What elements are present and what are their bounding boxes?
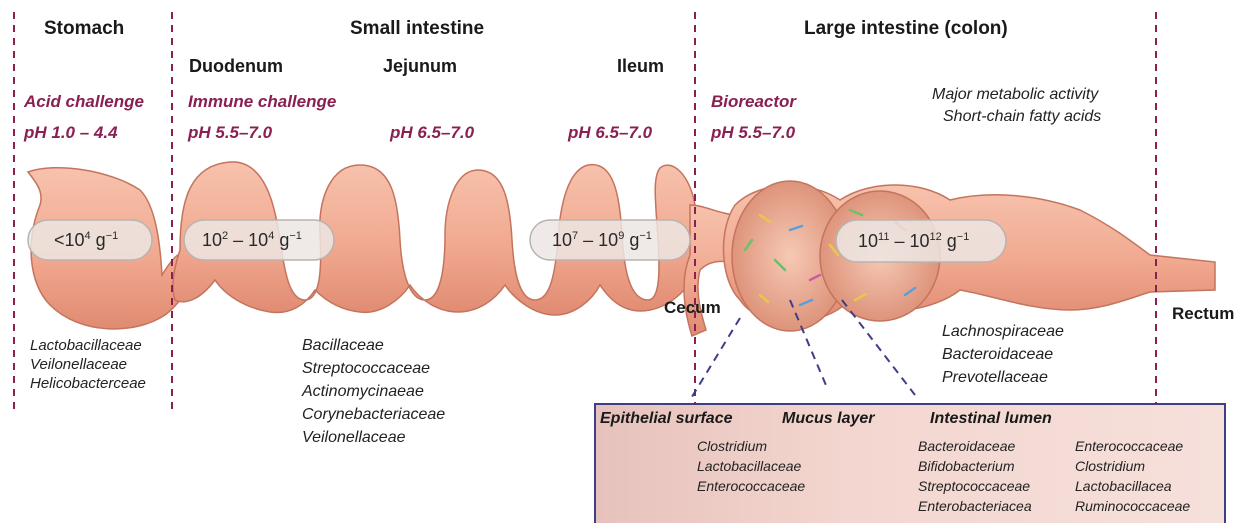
ph-duodenum: pH 5.5–7.0 [188, 123, 272, 143]
list-item: Enterococcaceae [697, 476, 805, 496]
segment-duodenum: Duodenum [189, 56, 283, 77]
list-item: Veilonellaceae [30, 355, 146, 374]
inset-lumen-list-1: Bacteroidaceae Bifidobacterium Streptoco… [918, 436, 1032, 516]
small-intestine-families: Bacillaceae Streptococcaceae Actinomycin… [302, 334, 445, 449]
list-item: Clostridium [1075, 456, 1190, 476]
stomach-families: Lactobacillaceae Veilonellaceae Helicoba… [30, 336, 146, 393]
list-item: Lactobacillaceae [30, 336, 146, 355]
list-item: Bacteroidaceae [942, 343, 1064, 366]
ph-stomach: pH 1.0 – 4.4 [24, 123, 118, 143]
challenge-acid: Acid challenge [24, 92, 144, 112]
density-stomach: <104 g−1 [54, 230, 118, 251]
inset-lumen-list-2: Enterococcaceae Clostridium Lactobacilla… [1075, 436, 1190, 516]
list-item: Enterococcaceae [1075, 436, 1190, 456]
ph-ileum: pH 6.5–7.0 [568, 123, 652, 143]
inset-mucus-heading: Mucus layer [782, 410, 874, 428]
list-item: Actinomycinaeae [302, 380, 445, 403]
list-item: Ruminococcaceae [1075, 496, 1190, 516]
list-item: Bifidobacterium [918, 456, 1032, 476]
region-stomach: Stomach [44, 18, 124, 40]
inset-mucosal-list: Clostridium Lactobacillaceae Enterococca… [697, 436, 805, 496]
list-item: Helicobacterceae [30, 374, 146, 393]
list-item: Bacteroidaceae [918, 436, 1032, 456]
density-duodenum: 102 – 104 g−1 [202, 230, 302, 251]
region-large-intestine: Large intestine (colon) [804, 18, 1008, 40]
segment-jejunum: Jejunum [383, 56, 457, 77]
region-small-intestine: Small intestine [350, 18, 484, 40]
list-item: Lactobacillaceae [697, 456, 805, 476]
segment-cecum: Cecum [664, 298, 721, 318]
segment-rectum: Rectum [1172, 304, 1234, 324]
challenge-bioreactor: Bioreactor [711, 92, 796, 112]
density-colon: 1011 – 1012 g−1 [858, 231, 969, 252]
ph-jejunum: pH 6.5–7.0 [390, 123, 474, 143]
list-item: Bacillaceae [302, 334, 445, 357]
colon-families: Lachnospiraceae Bacteroidaceae Prevotell… [942, 320, 1064, 389]
metabolic-note-2: Short-chain fatty acids [943, 108, 1101, 126]
ph-colon: pH 5.5–7.0 [711, 123, 795, 143]
list-item: Streptococcaceae [918, 476, 1032, 496]
metabolic-note-1: Major metabolic activity [932, 86, 1098, 104]
list-item: Prevotellaceae [942, 366, 1064, 389]
density-ileum: 107 – 109 g−1 [552, 230, 652, 251]
list-item: Clostridium [697, 436, 805, 456]
list-item: Lactobacillacea [1075, 476, 1190, 496]
list-item: Enterobacteriacea [918, 496, 1032, 516]
inset-epithelial-heading: Epithelial surface [600, 410, 733, 428]
inset-lumen-heading: Intestinal lumen [930, 410, 1052, 428]
list-item: Lachnospiraceae [942, 320, 1064, 343]
list-item: Veilonellaceae [302, 426, 445, 449]
challenge-immune: Immune challenge [188, 92, 336, 112]
list-item: Corynebacteriaceae [302, 403, 445, 426]
segment-ileum: Ileum [617, 56, 664, 77]
list-item: Streptococcaceae [302, 357, 445, 380]
